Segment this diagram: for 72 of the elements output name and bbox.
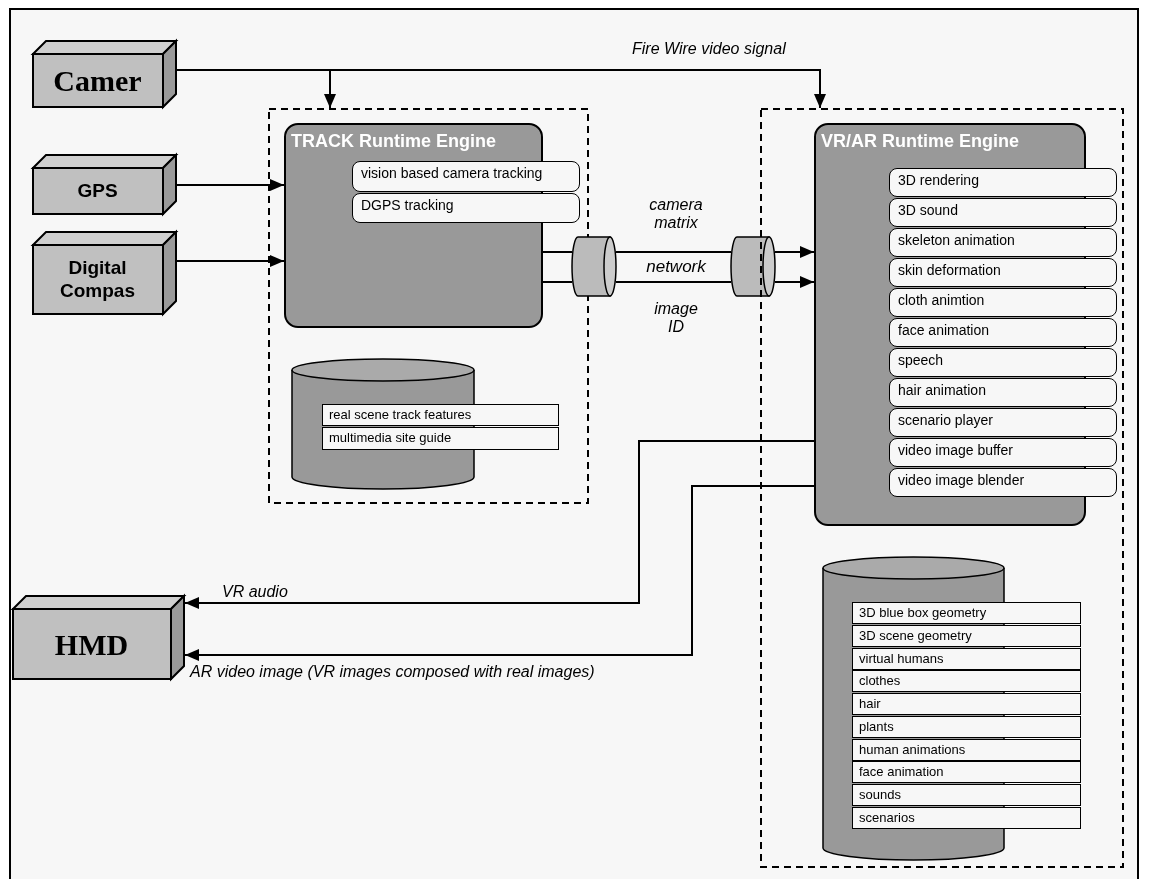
arrow	[774, 246, 815, 258]
data-item-label: 3D scene geometry	[859, 628, 973, 643]
module-box	[889, 438, 1117, 467]
arrow	[184, 440, 815, 609]
data-item-label: scenarios	[859, 810, 916, 825]
module-label: DGPS tracking	[361, 197, 455, 213]
module-label: 3D rendering	[898, 172, 980, 188]
module-label: skeleton animation	[898, 232, 1016, 248]
module-box	[889, 288, 1117, 317]
data-item	[852, 807, 1081, 829]
edge-label: Fire Wire video signal	[632, 40, 786, 59]
connector-line	[542, 281, 573, 283]
data-item	[852, 784, 1081, 806]
connector-label: network	[645, 257, 707, 277]
edge-label: VR audio	[222, 583, 288, 602]
connector-line	[615, 251, 732, 253]
module-label: face animation	[898, 322, 991, 338]
module-label: 3D sound	[898, 202, 959, 218]
data-item	[852, 602, 1081, 624]
arrow	[774, 276, 815, 288]
module-box	[889, 258, 1117, 287]
arrow	[176, 179, 285, 191]
data-item	[322, 404, 559, 426]
data-item	[852, 670, 1081, 692]
module-label: hair animation	[898, 382, 987, 398]
data-item-label: real scene track features	[329, 407, 473, 422]
module-box	[889, 168, 1117, 197]
module-label: video image blender	[898, 472, 1026, 488]
module-label: vision based camera tracking	[361, 165, 544, 181]
engine-title: TRACK Runtime Engine	[291, 131, 496, 152]
module-box	[889, 228, 1117, 257]
data-item	[852, 693, 1081, 715]
module-label: video image buffer	[898, 442, 1014, 458]
data-item-label: clothes	[859, 673, 902, 688]
edge-label: image ID	[653, 300, 699, 337]
data-item-label: virtual humans	[859, 651, 945, 666]
arrow	[184, 485, 815, 661]
module-label: scenario player	[898, 412, 994, 428]
module-box	[889, 198, 1117, 227]
data-item	[852, 716, 1081, 738]
module-box	[889, 408, 1117, 437]
module-box	[352, 193, 580, 223]
data-item	[852, 761, 1081, 783]
module-label: cloth animtion	[898, 292, 986, 308]
module-box	[889, 468, 1117, 497]
connector-line	[615, 281, 732, 283]
module-box	[889, 348, 1117, 377]
network-connector	[572, 236, 616, 297]
data-item-label: 3D blue box geometry	[859, 605, 988, 620]
data-item	[322, 427, 559, 450]
data-item-label: multimedia site guide	[329, 430, 453, 445]
data-item-label: sounds	[859, 787, 902, 802]
module-box	[352, 161, 580, 192]
network-connector	[731, 236, 775, 297]
arrow	[176, 255, 285, 267]
module-label: speech	[898, 352, 945, 368]
dashed-group	[268, 108, 589, 504]
engine-title: VR/AR Runtime Engine	[821, 131, 1019, 152]
data-item	[852, 739, 1081, 761]
dashed-group	[760, 108, 1124, 868]
edge-label: camera matrix	[648, 196, 704, 233]
data-item-label: hair	[859, 696, 882, 711]
module-label: skin deformation	[898, 262, 1002, 278]
data-item	[852, 648, 1081, 670]
module-box	[889, 378, 1117, 407]
data-item	[852, 625, 1081, 647]
data-item-label: face animation	[859, 764, 945, 779]
data-item-label: plants	[859, 719, 895, 734]
connector-line	[542, 251, 573, 253]
module-box	[889, 318, 1117, 347]
data-item-label: human animations	[859, 742, 967, 757]
edge-label: AR video image (VR images composed with real images)	[190, 663, 595, 682]
